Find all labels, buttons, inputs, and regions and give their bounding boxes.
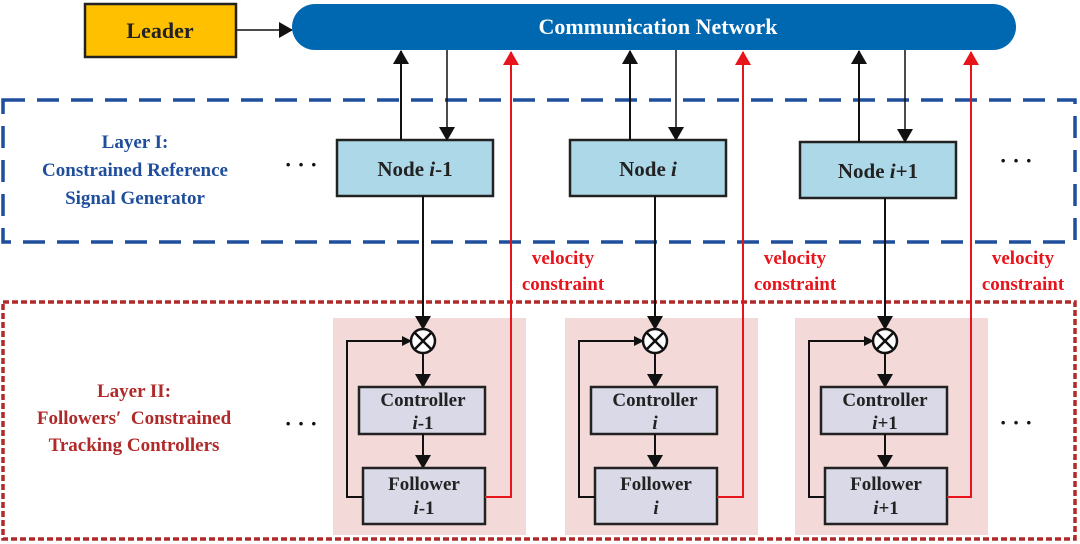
feedback-loop-arrow bbox=[578, 336, 644, 498]
agent-column-0: Node i-1Controlleri-1Followeri-1velocity… bbox=[335, 50, 605, 526]
ellipsis-layer2-right: · · · bbox=[999, 410, 1032, 435]
follower-index-label-index: i bbox=[873, 498, 879, 519]
velocity-constraint-arrow bbox=[717, 51, 751, 498]
controller-label: Controller bbox=[612, 390, 698, 411]
velocity-label-line1: velocity bbox=[532, 248, 595, 269]
node-label-prefix: Node bbox=[619, 157, 671, 181]
layer1-subtitle-line1: Constrained Reference bbox=[42, 160, 228, 181]
node-label-index: i bbox=[671, 157, 677, 181]
layer1-subtitle-line2: Signal Generator bbox=[65, 188, 205, 209]
follower-box bbox=[361, 466, 487, 526]
junction-cross-b bbox=[414, 332, 432, 350]
controller-label: Controller bbox=[842, 390, 928, 411]
feedback-loop-arrow bbox=[808, 336, 874, 498]
controller-box bbox=[819, 385, 949, 436]
follower-index-label-index: i bbox=[413, 498, 419, 519]
node-box bbox=[568, 138, 728, 198]
node-box bbox=[798, 140, 958, 200]
node-label-suffix: +1 bbox=[896, 159, 918, 183]
node-label: Node i+1 bbox=[838, 159, 918, 183]
feedback-loop-arrow bbox=[346, 336, 412, 498]
controller-label: Controller bbox=[380, 390, 466, 411]
follower-index-label-index: i bbox=[653, 498, 659, 519]
velocity-label-line1: velocity bbox=[992, 248, 1055, 269]
communication-network-label: Communication Network bbox=[539, 14, 779, 39]
follower-label: Follower bbox=[850, 474, 922, 495]
node-label-prefix: Node bbox=[377, 157, 429, 181]
junction-cross-b bbox=[876, 332, 894, 350]
follower-box bbox=[593, 466, 719, 526]
layer1-title: Layer I: bbox=[102, 132, 169, 153]
velocity-constraint-arrow bbox=[947, 51, 979, 498]
follower-index-label-suffix: -1 bbox=[419, 498, 435, 519]
follower-index-label-suffix: +1 bbox=[878, 498, 898, 519]
controller-index-label: i+1 bbox=[872, 413, 898, 434]
layer1-boundary bbox=[1, 98, 1077, 244]
node-label: Node i bbox=[619, 157, 677, 181]
ellipsis-layer2-left: · · · bbox=[284, 411, 317, 436]
communication-network-bar bbox=[292, 4, 1016, 50]
agent-column-1: Node iControlleriFollowerivelocityconstr… bbox=[568, 50, 837, 526]
controller-index-label-index: i bbox=[652, 413, 658, 434]
ellipsis-layer1-right: · · · bbox=[999, 148, 1032, 173]
follower-label: Follower bbox=[620, 474, 692, 495]
velocity-label-line2: constraint bbox=[982, 274, 1065, 295]
controller-index-label-suffix: +1 bbox=[877, 413, 897, 434]
node-label-suffix: -1 bbox=[435, 157, 453, 181]
controller-index-label: i bbox=[652, 413, 658, 434]
velocity-label-line2: constraint bbox=[754, 274, 837, 295]
controller-index-label-suffix: -1 bbox=[418, 413, 434, 434]
follower-index-label: i+1 bbox=[873, 498, 899, 519]
leader-box bbox=[83, 2, 238, 59]
controller-index-label: i-1 bbox=[412, 413, 433, 434]
node-box bbox=[335, 138, 495, 198]
controller-index-label-index: i bbox=[872, 413, 878, 434]
layer2-subtitle-line2: Tracking Controllers bbox=[49, 435, 220, 456]
node-label-index: i bbox=[429, 157, 435, 181]
layer2-subtitle-line1: Followers′ Constrained bbox=[37, 408, 232, 429]
leader-label: Leader bbox=[126, 18, 193, 43]
controller-index-label-index: i bbox=[412, 413, 418, 434]
junction-cross-b bbox=[646, 332, 664, 350]
layer2-boundary bbox=[1, 300, 1077, 541]
follower-index-label: i-1 bbox=[413, 498, 434, 519]
agent-column-2: Node i+1Controlleri+1Followeri+1velocity… bbox=[798, 50, 1065, 526]
controller-box bbox=[589, 385, 719, 436]
velocity-label-line2: constraint bbox=[522, 274, 605, 295]
velocity-constraint-arrow bbox=[485, 51, 519, 498]
node-label: Node i-1 bbox=[377, 157, 452, 181]
layer2-title: Layer II: bbox=[97, 381, 171, 402]
controller-box bbox=[357, 385, 487, 436]
node-label-prefix: Node bbox=[838, 159, 890, 183]
follower-index-label: i bbox=[653, 498, 659, 519]
node-label-index: i bbox=[890, 159, 896, 183]
ellipsis-layer1-left: · · · bbox=[284, 152, 317, 177]
velocity-label-line1: velocity bbox=[764, 248, 827, 269]
follower-label: Follower bbox=[388, 474, 460, 495]
follower-box bbox=[823, 466, 949, 526]
